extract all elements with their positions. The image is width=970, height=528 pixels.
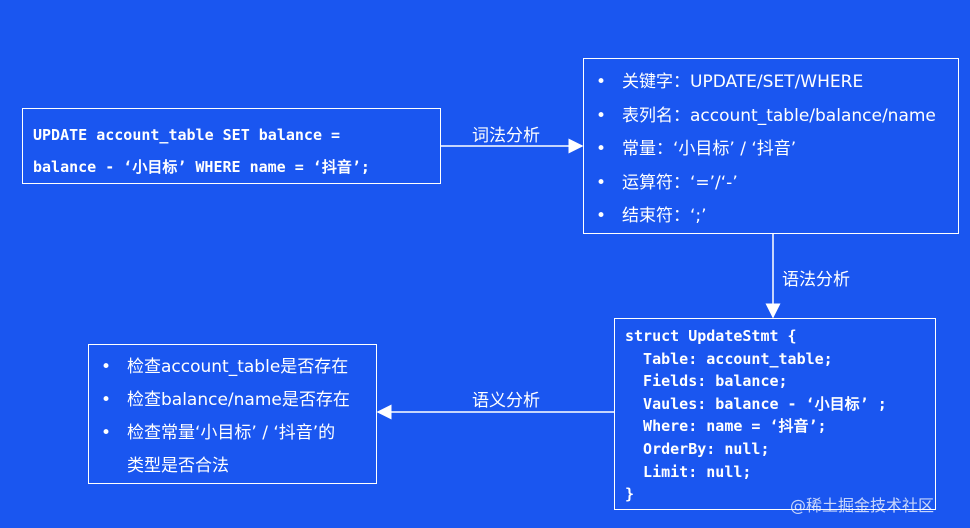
lexical-analysis-label: 词法分析 <box>472 126 540 146</box>
sql-statement-box: UPDATE account_table SET balance = balan… <box>22 108 441 184</box>
token-item: 结束符：‘;’ <box>584 201 958 235</box>
struct-line: Fields: balance; <box>625 372 788 391</box>
struct-line: Limit: null; <box>625 462 752 481</box>
check-item: 检查balance/name是否存在 <box>89 384 376 417</box>
check-item: 检查account_table是否存在 <box>89 351 376 384</box>
struct-line: OrderBy: null; <box>625 439 770 458</box>
check-item: 检查常量‘小目标’ / ‘抖音’的 <box>89 417 376 450</box>
watermark: @稀土掘金技术社区 <box>790 496 935 515</box>
struct-line: Vaules: balance - ‘小目标’ ; <box>625 394 887 413</box>
struct-line: Where: name = ‘抖音’; <box>625 417 827 436</box>
syntax-analysis-label: 语法分析 <box>782 270 850 290</box>
sql-line: balance - ‘小目标’ WHERE name = ‘抖音’; <box>33 158 370 176</box>
token-item: 表列名：account_table/balance/name <box>584 101 958 135</box>
struct-line: } <box>625 485 635 504</box>
token-list-box: 关键字：UPDATE/SET/WHERE 表列名：account_table/b… <box>583 58 959 234</box>
struct-line: struct UpdateStmt { <box>625 327 797 345</box>
token-item: 常量：‘小目标’ / ‘抖音’ <box>584 134 958 168</box>
token-item: 关键字：UPDATE/SET/WHERE <box>584 67 958 101</box>
check-item-continuation: 类型是否合法 <box>127 456 229 476</box>
struct-box: struct UpdateStmt { Table: account_table… <box>614 318 936 510</box>
sql-line: UPDATE account_table SET balance = <box>33 126 341 144</box>
semantic-analysis-label: 语义分析 <box>472 391 540 411</box>
token-item: 运算符：‘=’/‘-’ <box>584 168 958 202</box>
struct-line: Table: account_table; <box>625 349 833 368</box>
semantic-check-box: 检查account_table是否存在 检查balance/name是否存在 检… <box>88 344 377 484</box>
